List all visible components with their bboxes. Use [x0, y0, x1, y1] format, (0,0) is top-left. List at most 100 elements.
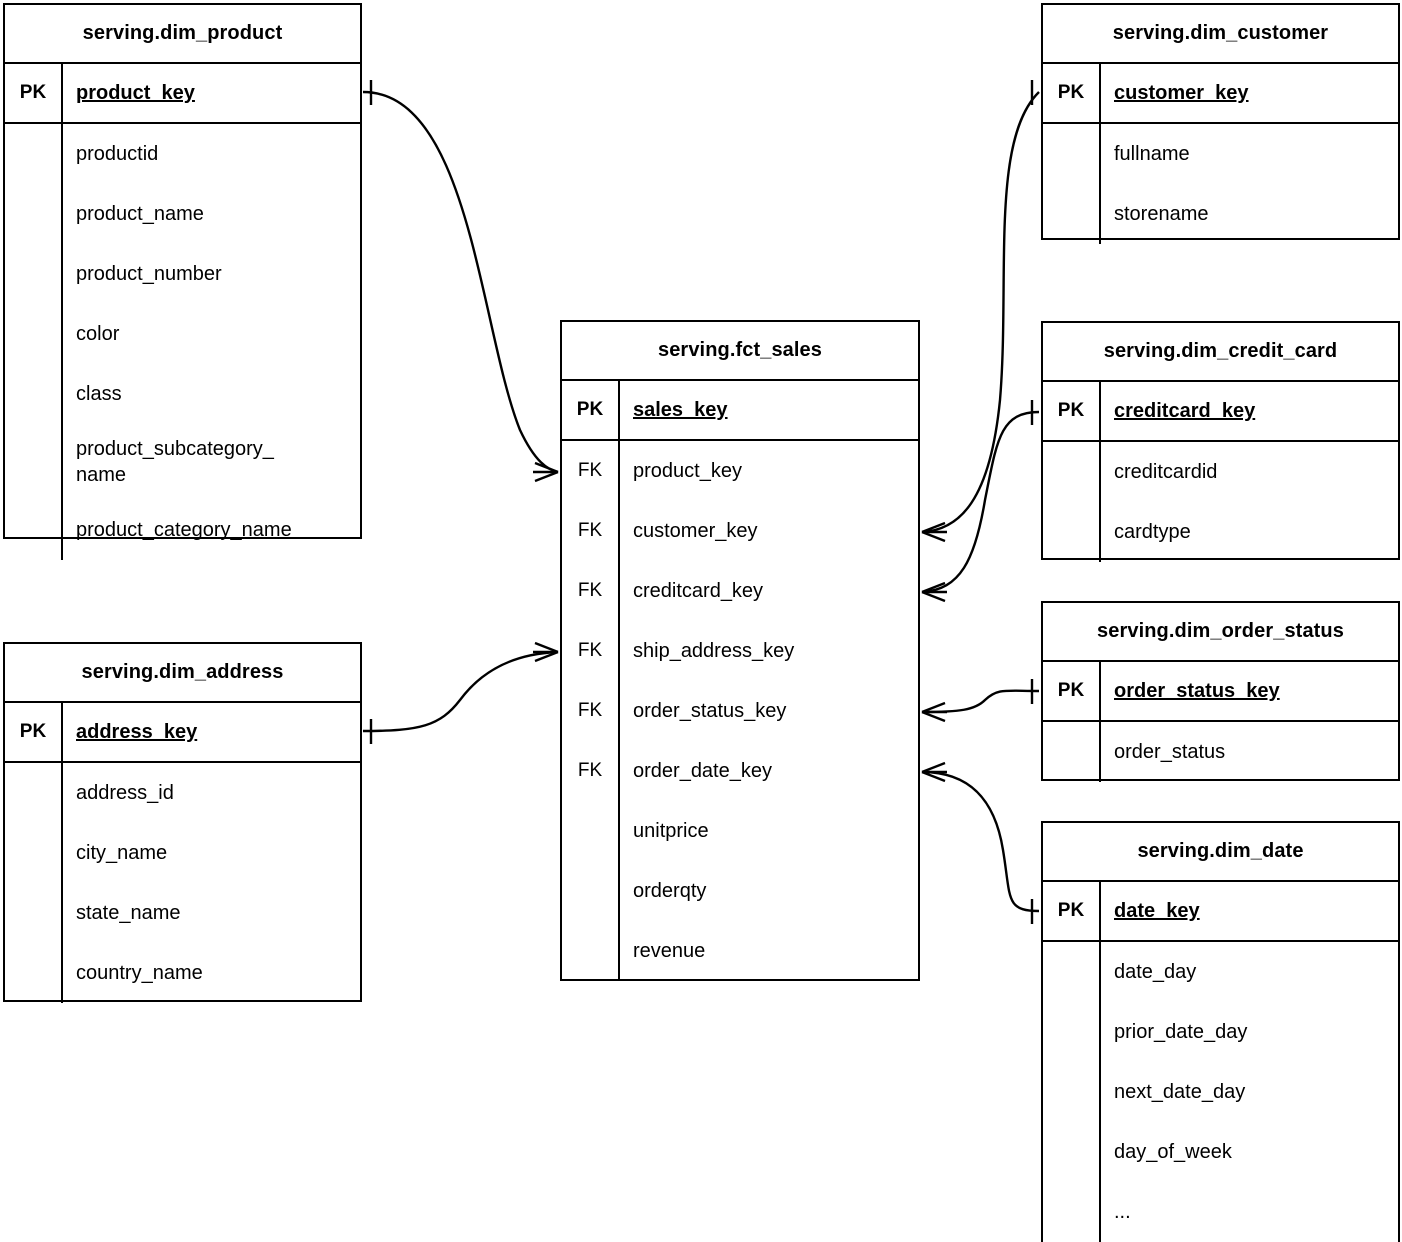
entity-dim-credit-card[interactable]: serving.dim_credit_card PK creditcard_ke… [1041, 321, 1400, 562]
pk-row-dim-credit-card[interactable]: PK creditcard_key [1043, 382, 1398, 442]
relationship-sales-to-credit-card [921, 400, 1040, 603]
pk-row-dim-order-status[interactable]: PK order_status_key [1043, 662, 1398, 722]
entity-title-fct-sales: serving.fct_sales [562, 322, 918, 381]
fk-column-name: ship_address_key [633, 640, 795, 662]
pk-column-name: sales_key [633, 399, 728, 421]
fk-row-ship-address-key[interactable]: FK ship_address_key [562, 621, 918, 681]
fk-row-order-date-key[interactable]: FK order_date_key [562, 741, 918, 801]
pk-label: PK [562, 381, 620, 439]
fk-column-name: customer_key [633, 520, 758, 542]
fk-row-customer-key[interactable]: FK customer_key [562, 501, 918, 561]
attribute-row: country_name [76, 962, 203, 984]
crowfoot-credit-card-b [921, 590, 946, 603]
fk-row-creditcard-key[interactable]: FK creditcard_key [562, 561, 918, 621]
key-gutter [1043, 124, 1101, 244]
pk-column-name: creditcard_key [1114, 400, 1256, 422]
attribute-row: address_id [76, 782, 174, 804]
fk-row-order-status-key[interactable]: FK order_status_key [562, 681, 918, 741]
pk-label: PK [5, 703, 63, 761]
key-gutter [5, 763, 63, 1003]
entity-dim-address[interactable]: serving.dim_address PK address_key addre… [3, 642, 362, 1003]
fk-row-product-key[interactable]: FK product_key [562, 441, 918, 501]
crowfoot-order-status-b [921, 710, 946, 723]
attribute-row: color [76, 323, 120, 345]
pk-row-fct-sales[interactable]: PK sales_key [562, 381, 918, 441]
attribute-row: productid [76, 143, 159, 165]
attribute-row: product_subcategory_ name [63, 424, 360, 500]
attribute-row-ellipsis: ... [1114, 1201, 1131, 1223]
crowfoot-address-a [534, 641, 559, 654]
crowfoot-credit-card-a [921, 581, 946, 594]
attribute-row: creditcardid [1114, 461, 1218, 483]
attribute-row: day_of_week [1114, 1141, 1232, 1163]
attribute-row: fullname [1114, 143, 1190, 165]
key-gutter [1043, 942, 1101, 1242]
fk-label: FK [562, 441, 620, 501]
pk-label: PK [1043, 64, 1101, 122]
entity-dim-customer[interactable]: serving.dim_customer PK customer_key ful… [1041, 3, 1400, 244]
attribute-row: product_category_name [76, 519, 292, 541]
relationship-address-to-sales [362, 641, 559, 744]
key-gutter [1043, 442, 1101, 562]
pk-label: PK [5, 64, 63, 122]
entity-dim-date[interactable]: serving.dim_date PK date_key date_day pr… [1041, 821, 1400, 1242]
relationship-product-to-sales [362, 80, 559, 483]
crowfoot-customer-a [921, 521, 946, 534]
relationship-sales-to-date [921, 761, 1040, 924]
entity-dim-order-status[interactable]: serving.dim_order_status PK order_status… [1041, 601, 1400, 782]
entity-title-dim-credit-card: serving.dim_credit_card [1043, 323, 1398, 382]
attribute-row: date_day [1114, 961, 1197, 983]
entity-title-dim-order-status: serving.dim_order_status [1043, 603, 1398, 662]
relationship-sales-to-customer [921, 80, 1040, 543]
crowfoot-address-b [534, 650, 559, 663]
pk-column-name: date_key [1114, 900, 1200, 922]
pk-label: PK [1043, 382, 1101, 440]
crowfoot-order-status-a [921, 701, 946, 714]
pk-row-dim-date[interactable]: PK date_key [1043, 882, 1398, 942]
attribute-block-dim-credit-card: creditcardid cardtype [1043, 442, 1398, 562]
attribute-row: state_name [76, 902, 181, 924]
pk-label: PK [1043, 662, 1101, 720]
fk-column-name: order_date_key [633, 760, 772, 782]
entity-fct-sales[interactable]: serving.fct_sales PK sales_key FK produc… [560, 320, 920, 981]
attribute-row: city_name [76, 842, 168, 864]
attribute-text-line1: product_subcategory_ [76, 438, 274, 460]
pk-column-name: product_key [76, 82, 195, 104]
crowfoot-product-a [534, 461, 559, 474]
key-gutter [5, 124, 63, 560]
attribute-row: prior_date_day [1114, 1021, 1248, 1043]
fk-column-name: order_status_key [633, 700, 787, 722]
attribute-text-line2: name [76, 464, 127, 486]
key-gutter [1043, 722, 1101, 782]
key-gutter [562, 801, 620, 981]
attribute-block-dim-product: productid product_name product_number co… [5, 124, 360, 560]
pk-column-name: address_key [76, 721, 198, 743]
fk-label: FK [562, 501, 620, 561]
entity-title-dim-product: serving.dim_product [5, 5, 360, 64]
pk-column-name: order_status_key [1114, 680, 1280, 702]
attribute-row: order_status [1114, 741, 1226, 763]
pk-column-name: customer_key [1114, 82, 1249, 104]
entity-dim-product[interactable]: serving.dim_product PK product_key produ… [3, 3, 362, 560]
fk-label: FK [562, 741, 620, 801]
entity-title-dim-date: serving.dim_date [1043, 823, 1398, 882]
pk-row-dim-product[interactable]: PK product_key [5, 64, 360, 124]
crowfoot-date-b [921, 770, 946, 783]
relationship-sales-to-order-status [921, 679, 1040, 723]
measure-row: revenue [633, 940, 706, 962]
fk-column-name: product_key [633, 460, 742, 482]
measure-row: unitprice [633, 820, 709, 842]
attribute-block-dim-address: address_id city_name state_name country_… [5, 763, 360, 1003]
pk-row-dim-customer[interactable]: PK customer_key [1043, 64, 1398, 124]
crowfoot-product-b [534, 470, 559, 483]
attribute-row: next_date_day [1114, 1081, 1246, 1103]
measure-row: orderqty [633, 880, 707, 902]
fk-label: FK [562, 681, 620, 741]
pk-row-dim-address[interactable]: PK address_key [5, 703, 360, 763]
attribute-row: product_name [76, 203, 204, 225]
attribute-row: storename [1114, 203, 1209, 225]
attribute-block-dim-order-status: order_status [1043, 722, 1398, 782]
entity-title-dim-address: serving.dim_address [5, 644, 360, 703]
attribute-block-dim-customer: fullname storename [1043, 124, 1398, 244]
attribute-row: cardtype [1114, 521, 1191, 543]
